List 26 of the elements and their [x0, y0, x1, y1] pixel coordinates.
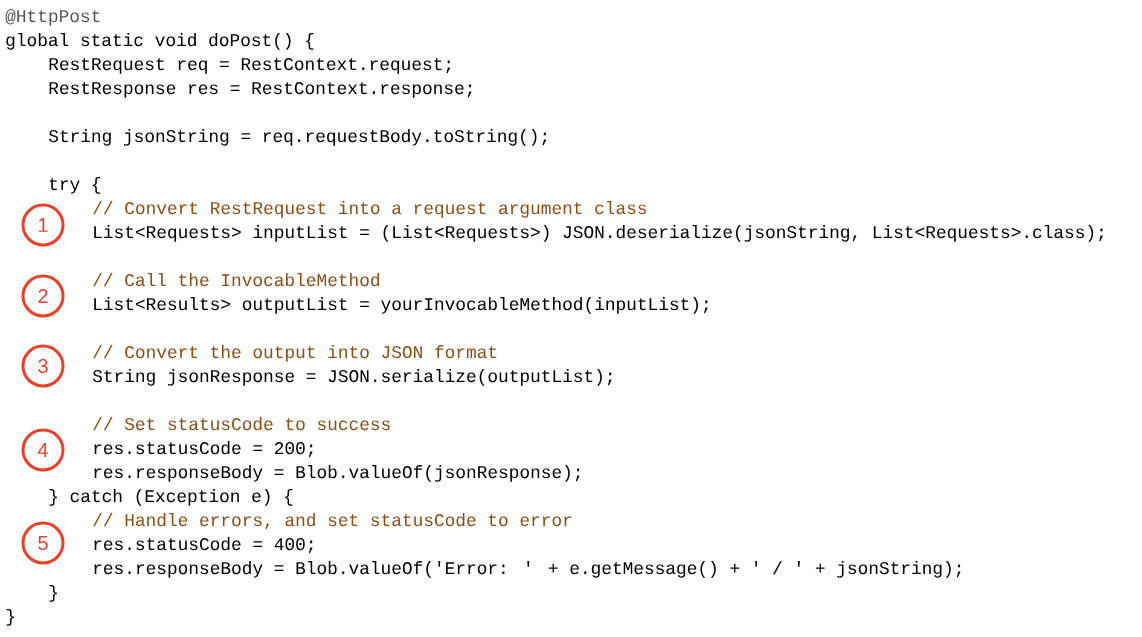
code-line: // Convert RestRequest into a request argument class — [93, 201, 647, 218]
callout-number: 3 — [21, 344, 65, 388]
code-line: // Convert the output into JSON format — [93, 345, 497, 362]
callout-number: 5 — [21, 521, 65, 565]
code-line: RestRequest req = RestContext.request; — [49, 58, 451, 74]
code-line: @HttpPost — [5, 9, 100, 26]
code-line: try { — [49, 177, 101, 194]
code-line: res.responseBody = Blob.valueOf('Error: ' + e.getMessage() + ' / ' + jsonString); — [94, 561, 961, 578]
code-line: String jsonResponse = JSON.serialize(outputList); — [92, 369, 612, 386]
code-line: List<Results> outputList = yourInvocableMethod(inputList); — [94, 297, 708, 314]
code-line: res.statusCode = 200; — [94, 441, 313, 458]
code-line: RestResponse res = RestContext.response; — [49, 82, 472, 98]
code-line: // Handle errors, and set statusCode to error — [93, 513, 572, 530]
code-line: global static void doPost() { — [6, 33, 314, 50]
code-line: res.responseBody = Blob.valueOf(jsonResponse); — [94, 465, 580, 482]
callout-number: 4 — [21, 428, 65, 472]
code-line: } — [6, 609, 14, 626]
code-line: String jsonString = req.requestBody.toString(); — [48, 129, 547, 146]
code-line: } — [49, 585, 57, 602]
callout-number: 2 — [21, 274, 65, 318]
code-line: } catch (Exception e) { — [49, 489, 293, 506]
code-line: // Set statusCode to success — [93, 417, 390, 431]
code-line: // Call the InvocableMethod — [93, 273, 379, 287]
code-line: List<Requests> inputList = (List<Requests>) JSON.deserialize(jsonString, List<Requests>.class); — [94, 225, 1103, 242]
code-line: res.statusCode = 400; — [94, 537, 313, 554]
callout-number: 1 — [21, 203, 65, 247]
